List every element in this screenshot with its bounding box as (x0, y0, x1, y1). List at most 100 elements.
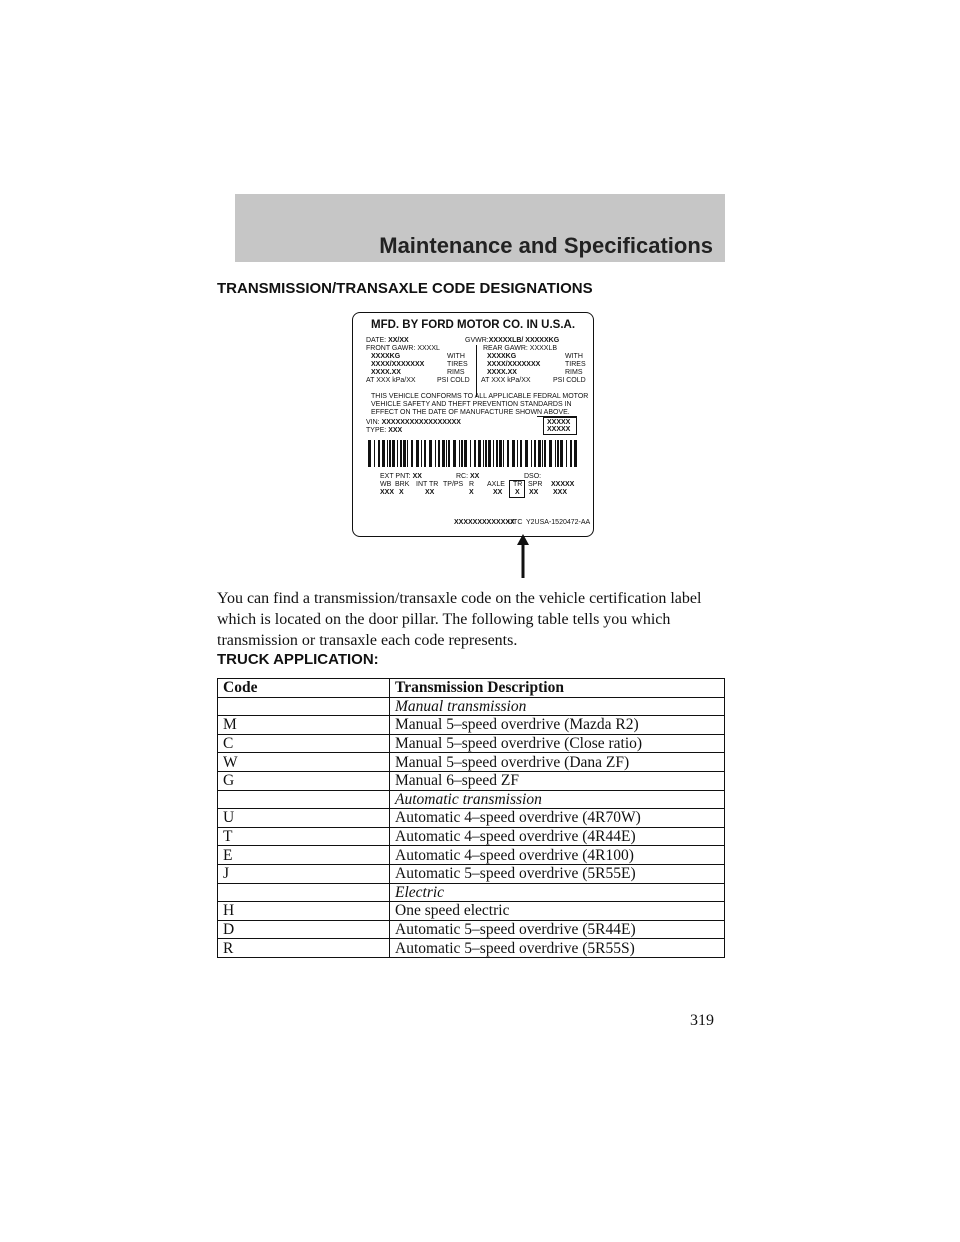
label-at-right: AT XXX kPa/XX (481, 377, 531, 384)
label-val-int-tr: XX (425, 489, 435, 496)
code-cell: T (217, 826, 390, 847)
code-cell: M (217, 715, 390, 735)
table-header-row: Code Transmission Description (217, 678, 725, 698)
barcode-bar (382, 440, 385, 467)
barcode-bar (542, 440, 543, 467)
label-type: TYPE: XXX (366, 427, 403, 434)
barcode-bar (478, 440, 481, 467)
label-col-wb: WB (380, 481, 392, 488)
label-date: DATE: XX/XX (366, 337, 409, 344)
barcode-bar (474, 440, 476, 467)
barcode-bar (453, 440, 456, 467)
barcode-bar (525, 440, 528, 467)
barcode-bar (407, 440, 408, 467)
label-kg-right: XXXXKG (487, 353, 517, 360)
column-header-code: Code (217, 678, 390, 698)
description-cell: Automatic 4–speed overdrive (4R100) (389, 845, 725, 865)
label-kg-left: XXXXKG (371, 353, 401, 360)
label-rule (537, 416, 577, 417)
section-title: TRANSMISSION/TRANSAXLE CODE DESIGNATIONS (217, 280, 593, 297)
intro-paragraph: You can find a transmission/transaxle co… (217, 590, 702, 649)
barcode-bar (488, 440, 491, 467)
description-cell: Automatic 5–speed overdrive (5R55S) (389, 938, 725, 958)
label-val-xxx: XXX (553, 489, 568, 496)
barcode-bar (448, 440, 450, 467)
barcode-bar (464, 440, 467, 467)
barcode-bar (512, 440, 515, 467)
code-cell: W (217, 752, 390, 772)
barcode-bar (485, 440, 487, 467)
label-rims-right: RIMS (565, 369, 583, 376)
table-row: Electric (217, 882, 725, 903)
description-cell: Manual 5–speed overdrive (Dana ZF) (389, 752, 725, 772)
description-cell: Manual 5–speed overdrive (Close ratio) (389, 733, 725, 754)
barcode-bar (378, 440, 380, 467)
barcode-bar (397, 440, 398, 467)
barcode-bar (389, 440, 391, 467)
code-cell: D (217, 919, 390, 940)
pointer-arrow-icon (517, 534, 529, 578)
barcode-bar (435, 440, 436, 467)
code-cell: C (217, 733, 390, 754)
barcode-bar (560, 440, 563, 467)
category-cell: Electric (389, 882, 725, 903)
page-number: 319 (690, 1012, 714, 1029)
table-row: Automatic transmission (217, 789, 725, 810)
barcode-bar (392, 440, 395, 467)
barcode-bar (461, 440, 463, 467)
label-rim-left: XXXX.XX (371, 369, 401, 376)
label-val-r: X (469, 489, 474, 496)
code-cell (217, 789, 390, 810)
barcode-bar (574, 440, 577, 467)
label-conform-2: VEHICLE SAFETY AND THEFT PREVENTION STAN… (371, 401, 572, 408)
code-cell: E (217, 845, 390, 865)
label-col-tr: TR (513, 481, 523, 488)
label-serial: XXXXXXXXXXXXX (454, 519, 515, 526)
column-header-description: Transmission Description (389, 678, 725, 698)
description-cell: Automatic 5–speed overdrive (5R44E) (389, 919, 725, 940)
barcode-bar (507, 440, 509, 467)
code-cell: G (217, 770, 390, 791)
label-col-xxxxx: XXXXX (551, 481, 575, 488)
label-part-number: Y2USA-1520472-AA (526, 519, 591, 526)
label-with-left: WITH (447, 353, 465, 360)
barcode-bar (517, 440, 518, 467)
label-rc: RC: XX (456, 473, 480, 480)
table-row: Manual transmission (217, 696, 725, 717)
code-cell (217, 696, 390, 717)
barcode-bar (403, 440, 406, 467)
label-tires-left: TIRES (447, 361, 468, 368)
label-col-r: R (469, 481, 475, 488)
label-box-line-1: XXXXX (547, 419, 571, 426)
label-col-spr: SPR (528, 481, 543, 488)
barcode-bar (570, 440, 572, 467)
page-header-title: Maintenance and Specifications (379, 233, 713, 258)
barcode-bar (374, 440, 375, 467)
barcode-bar (421, 440, 422, 467)
barcode-bar (503, 440, 504, 467)
label-col-tp-ps: TP/PS (443, 481, 464, 488)
label-dso: DSO: (524, 473, 542, 480)
label-at-left: AT XXX kPa/XX (366, 377, 416, 384)
label-gvwr: GVWR:XXXXXLB/ XXXXXKG (465, 337, 560, 344)
barcode-bar (493, 440, 494, 467)
label-tire-left: XXXX/XXXXXXX (371, 361, 425, 368)
transmission-code-table: Code Transmission Description Manual tra… (217, 678, 725, 958)
barcode-bar (400, 440, 402, 467)
barcode-bar (446, 440, 447, 467)
header-bar: Maintenance and Specifications (235, 194, 725, 262)
barcode-bar (438, 440, 440, 467)
barcode-bar (459, 440, 460, 467)
description-cell: Automatic 5–speed overdrive (5R55E) (389, 863, 725, 884)
description-cell: Automatic 4–speed overdrive (4R44E) (389, 826, 725, 847)
label-tires-right: TIRES (565, 361, 586, 368)
barcode-bar (534, 440, 536, 467)
label-tr-highlight-box (509, 480, 525, 498)
label-code-box: XXXXX XXXXX (543, 417, 577, 435)
